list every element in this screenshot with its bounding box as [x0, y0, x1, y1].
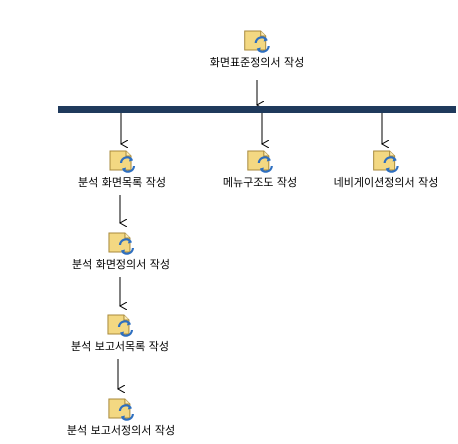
node-label: 화면표준정의서 작성 — [209, 56, 305, 69]
node-analysis-screen-spec[interactable]: 분석 화면정의서 작성 — [72, 230, 170, 272]
node-analysis-screen-list[interactable]: 분석 화면목록 작성 — [78, 148, 166, 190]
document-cycle-icon — [246, 149, 274, 174]
document-cycle-icon — [372, 149, 400, 174]
node-screen-standard-spec[interactable]: 화면표준정의서 작성 — [209, 28, 305, 70]
node-menu-structure[interactable]: 메뉴구조도 작성 — [223, 148, 297, 190]
document-cycle-icon — [107, 397, 135, 422]
document-cycle-icon — [107, 231, 135, 256]
fork-bar — [58, 106, 456, 113]
document-cycle-icon — [106, 313, 134, 338]
node-navigation-spec[interactable]: 네비게이션정의서 작성 — [333, 148, 439, 190]
node-analysis-report-list[interactable]: 분석 보고서목록 작성 — [71, 312, 169, 354]
node-label: 분석 화면정의서 작성 — [71, 258, 171, 271]
document-cycle-icon — [243, 29, 271, 54]
node-label: 분석 보고서정의서 작성 — [66, 424, 176, 437]
node-label: 네비게이션정의서 작성 — [333, 176, 439, 189]
node-analysis-report-spec[interactable]: 분석 보고서정의서 작성 — [67, 396, 175, 438]
node-label: 메뉴구조도 작성 — [222, 176, 298, 189]
document-cycle-icon — [108, 149, 136, 174]
node-label: 분석 화면목록 작성 — [78, 176, 166, 189]
node-label: 분석 보고서목록 작성 — [70, 340, 170, 353]
